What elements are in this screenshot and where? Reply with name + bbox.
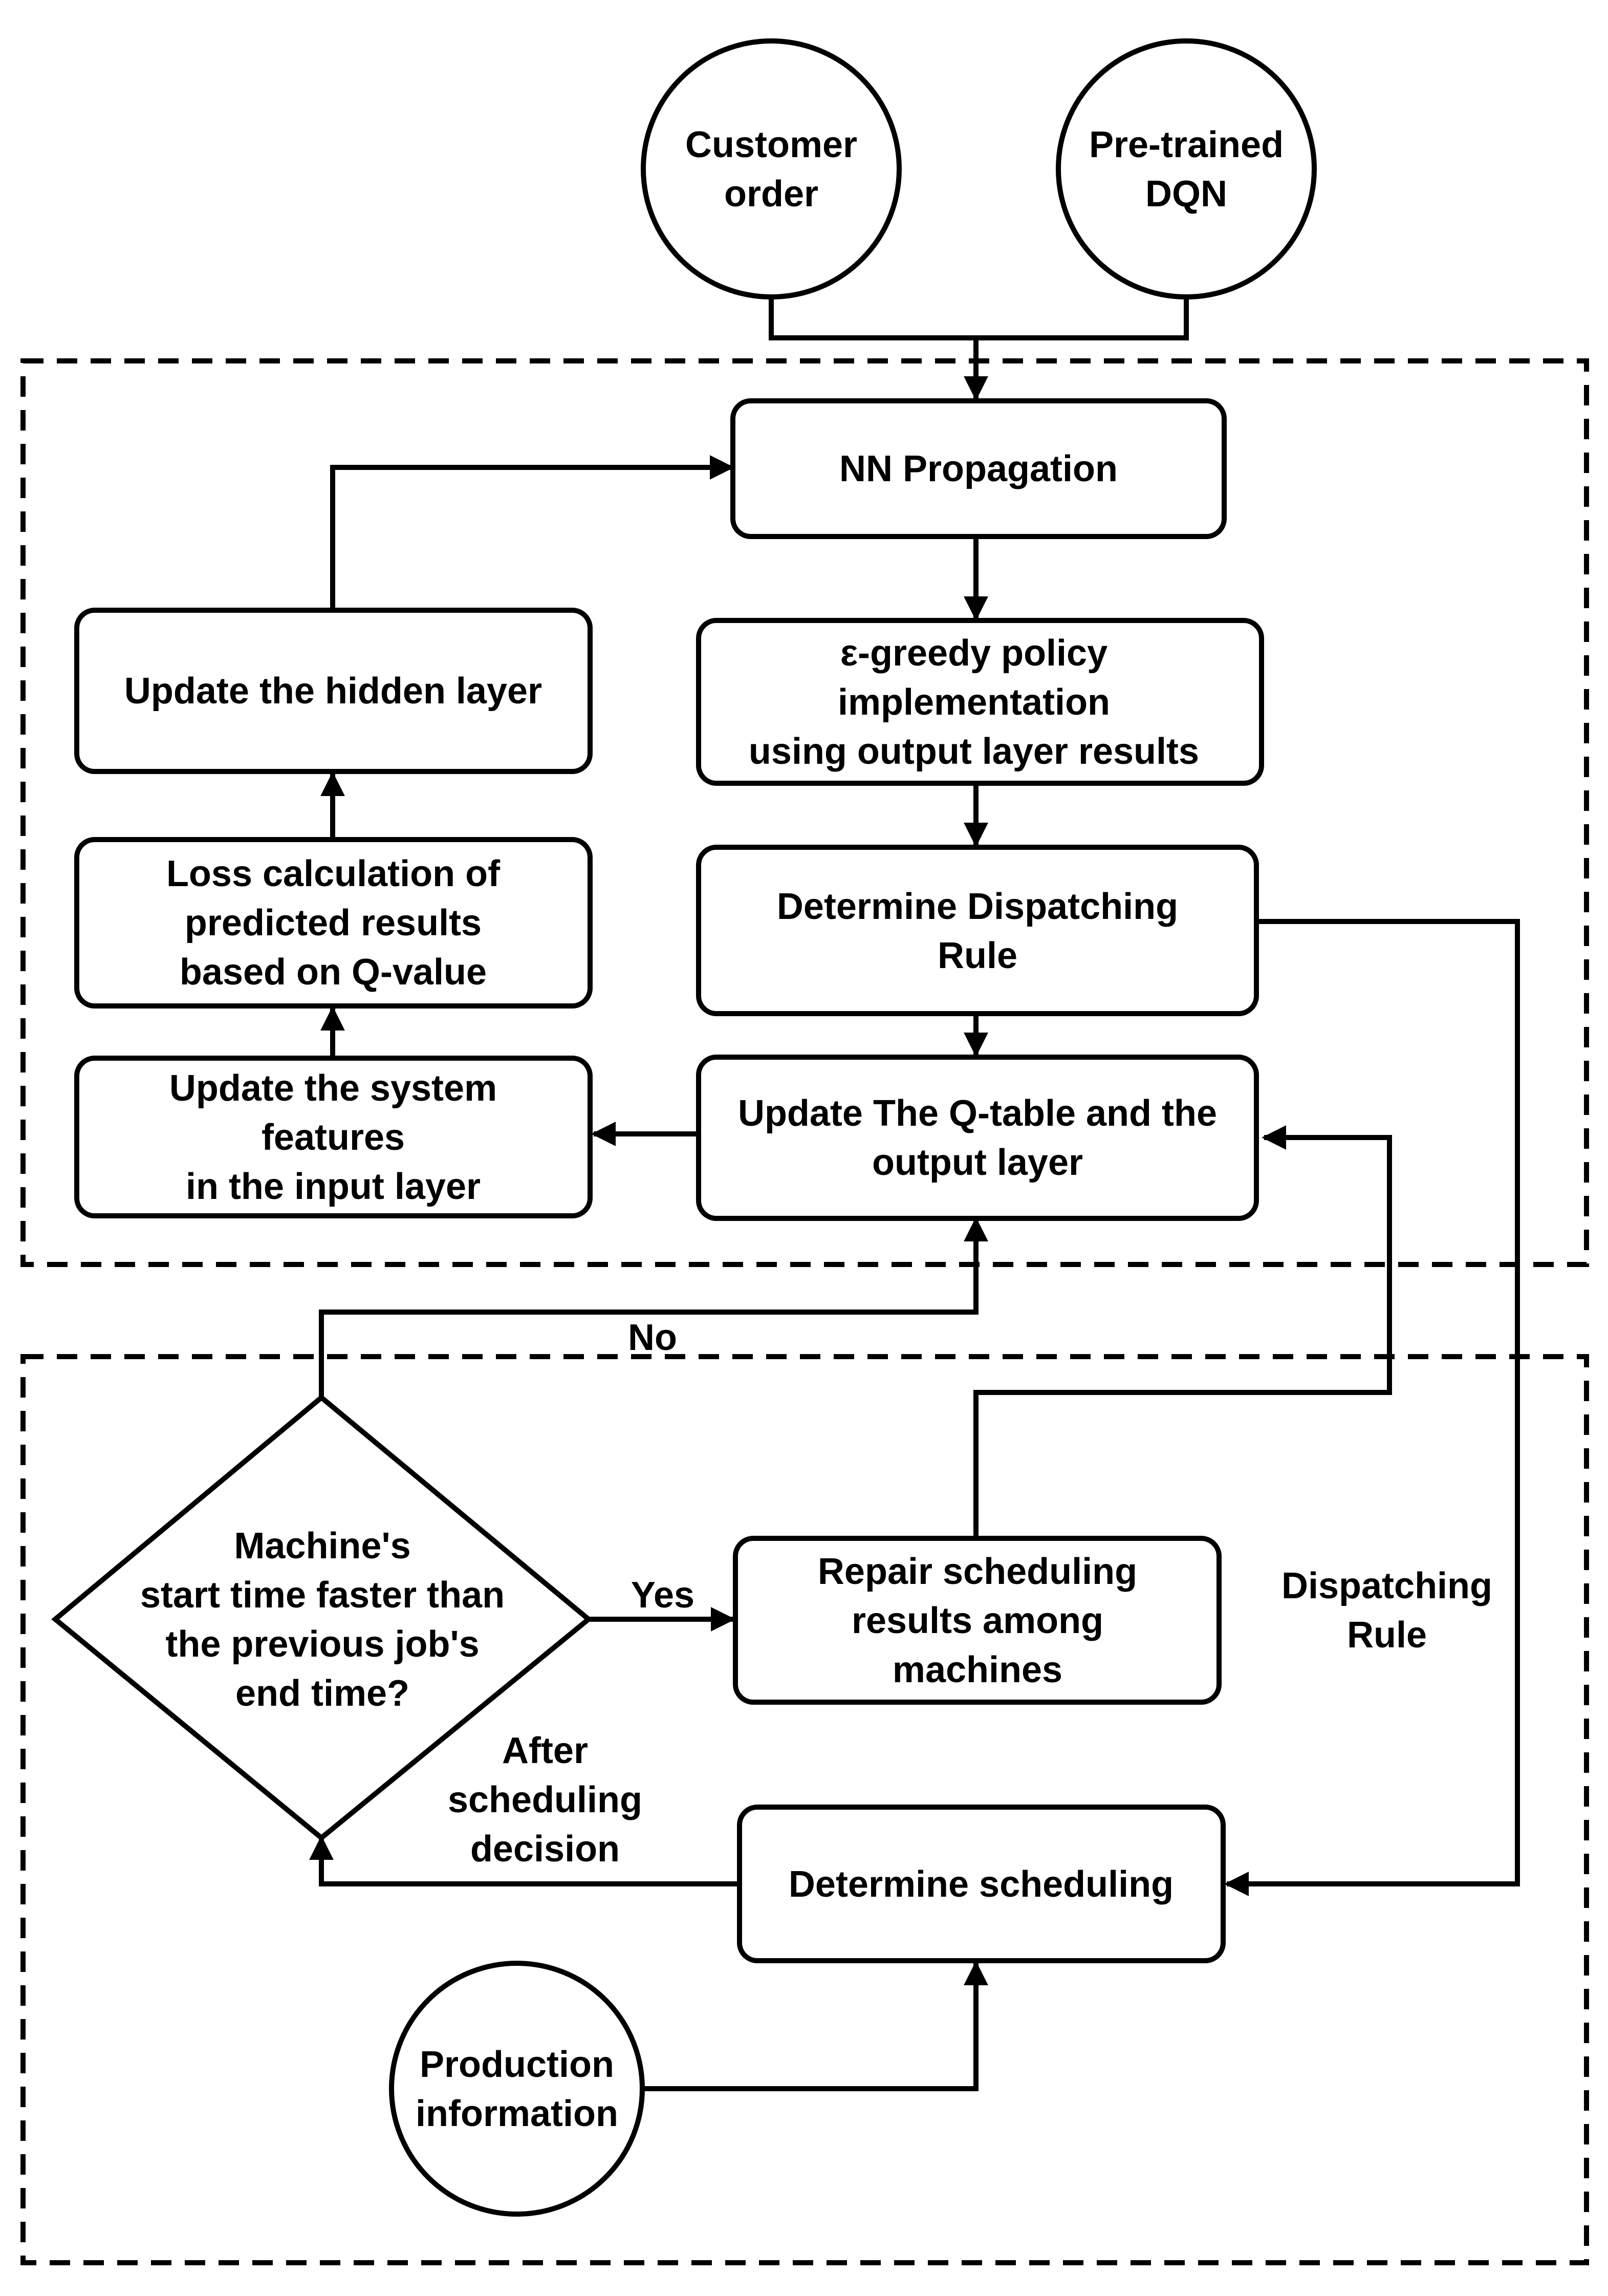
label-loss-calculation-line-1: Loss calculation of [166, 853, 501, 894]
label-update-system-features: Update the system features in the input la… [169, 1068, 497, 1207]
label-epsilon-greedy-line-2: implementation [838, 682, 1110, 723]
label-machine-decision-line-1: Machine's [234, 1526, 410, 1567]
label-loss-calculation-line-3: based on Q-value [180, 952, 487, 993]
label-determine-scheduling: Determine scheduling [789, 1864, 1174, 1905]
node-update-qtable: Update The Q-table and the output layer [696, 1055, 1259, 1221]
label-loss-calculation: Loss calculation of predicted results base… [166, 853, 501, 993]
label-pretrained-dqn-line-2: DQN [1145, 174, 1227, 214]
node-production-information: Production information [389, 1961, 645, 2217]
label-machine-decision-line-2: start time faster than [140, 1575, 505, 1616]
lower-region-boundary [20, 1354, 1589, 2265]
edge-label-dispatching-rule-line-2: Rule [1347, 1615, 1427, 1656]
edge-label-after-scheduling-line-3: decision [470, 1829, 620, 1870]
edge-label-no: No [628, 1317, 677, 1358]
node-customer-order: Customer order [641, 38, 902, 299]
node-update-system-features: Update the system features in the input la… [74, 1056, 593, 1218]
label-update-system-features-line-1: Update the system [169, 1068, 497, 1109]
label-production-information: Production information [416, 2044, 618, 2134]
label-update-system-features-line-3: in the input layer [186, 1166, 481, 1207]
node-repair-scheduling: Repair scheduling results among machines [733, 1536, 1222, 1705]
connectors [309, 282, 1520, 2091]
edge-label-after-scheduling-line-1: After [502, 1730, 588, 1771]
edge-inputs-merge [769, 282, 1189, 340]
node-update-hidden-layer: Update the hidden layer [74, 608, 593, 774]
node-nn-propagation: NN Propagation [730, 398, 1227, 539]
edge-scheduling-to-decision [309, 1835, 737, 1886]
edge-label-yes: Yes [631, 1575, 694, 1616]
edge-label-dispatching-rule-line-1: Dispatching [1281, 1565, 1492, 1606]
label-loss-calculation-line-2: predicted results [185, 903, 482, 943]
label-update-qtable: Update The Q-table and the output layer [738, 1093, 1217, 1183]
edge-label-yes-line-1: Yes [631, 1575, 694, 1616]
label-nn-propagation-line-1: NN Propagation [839, 448, 1118, 489]
node-loss-calculation: Loss calculation of predicted results base… [74, 837, 593, 1008]
node-determine-scheduling: Determine scheduling [737, 1805, 1226, 1963]
edge-label-after-scheduling-line-2: scheduling [448, 1779, 642, 1820]
label-customer-order: Customer order [685, 124, 857, 214]
label-update-hidden-layer-line-1: Update the hidden layer [124, 671, 542, 712]
label-epsilon-greedy-line-1: ε-greedy policy [840, 633, 1107, 674]
edge-hidden-to-nn-propagation [330, 455, 734, 608]
label-determine-dispatching-rule-line-2: Rule [938, 935, 1017, 976]
label-customer-order-line-2: order [724, 174, 818, 214]
label-nn-propagation: NN Propagation [839, 448, 1118, 489]
edge-repair-to-qtable [973, 1125, 1392, 1536]
label-determine-scheduling-line-1: Determine scheduling [789, 1864, 1174, 1905]
label-machine-decision-line-4: end time? [235, 1673, 409, 1714]
label-production-information-line-2: information [416, 2093, 618, 2134]
label-repair-scheduling-line-2: results among [852, 1600, 1103, 1641]
label-machine-decision-line-3: the previous job's [165, 1624, 479, 1665]
label-repair-scheduling-line-1: Repair scheduling [818, 1551, 1137, 1592]
node-epsilon-greedy: ε-greedy policy implementation using outpu… [696, 618, 1264, 786]
upper-region-boundary [20, 358, 1589, 1267]
label-customer-order-line-1: Customer [685, 124, 857, 165]
edge-decision-no-to-qtable [319, 1217, 988, 1398]
edge-label-after-scheduling: After scheduling decision [448, 1730, 642, 1870]
label-update-qtable-line-2: output layer [872, 1142, 1083, 1183]
label-production-information-line-1: Production [420, 2044, 614, 2085]
edge-dispatching-to-scheduling [1224, 919, 1520, 1896]
edge-label-no-line-1: No [628, 1317, 677, 1358]
edge-production-to-scheduling [635, 1961, 988, 2091]
label-repair-scheduling: Repair scheduling results among machines [818, 1551, 1137, 1690]
label-update-hidden-layer: Update the hidden layer [124, 671, 542, 712]
label-machine-decision: Machine's start time faster than the previ… [140, 1526, 505, 1714]
label-determine-dispatching-rule-line-1: Determine Dispatching [777, 886, 1178, 927]
label-pretrained-dqn-line-1: Pre-trained [1089, 124, 1284, 165]
label-update-qtable-line-1: Update The Q-table and the [738, 1093, 1217, 1134]
label-epsilon-greedy-line-3: using output layer results [749, 731, 1199, 772]
label-update-system-features-line-2: features [262, 1117, 405, 1158]
label-repair-scheduling-line-3: machines [893, 1649, 1062, 1690]
node-machine-decision: Machine's start time faster than the previ… [51, 1394, 593, 1841]
label-epsilon-greedy: ε-greedy policy implementation using outpu… [749, 633, 1199, 772]
